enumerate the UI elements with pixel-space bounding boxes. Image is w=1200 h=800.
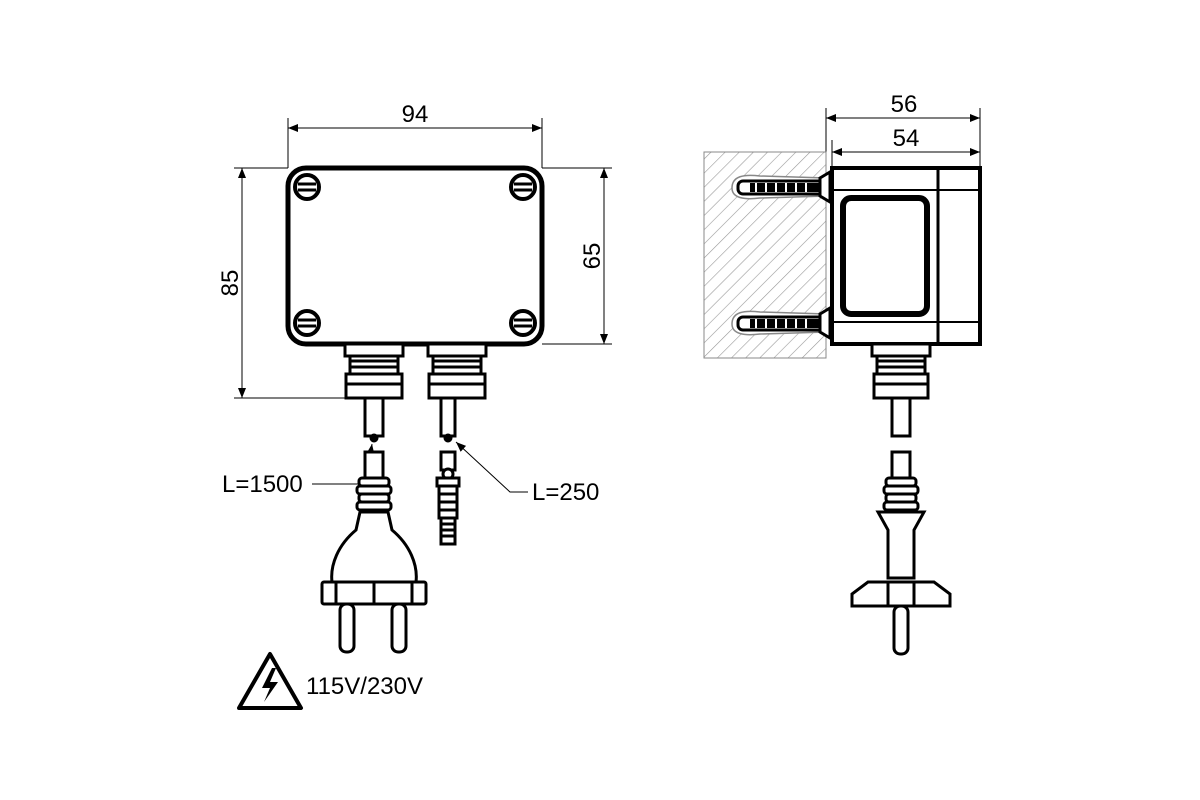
dim-depth-body-label: 54 xyxy=(893,125,920,152)
screw-icon xyxy=(509,173,537,201)
cable-gland-side xyxy=(870,342,932,438)
cable-power-length-label: L=1500 xyxy=(222,471,303,498)
cable-signal-length-label: L=250 xyxy=(532,479,599,506)
junction-box-side xyxy=(830,166,982,346)
power-plug-side-icon xyxy=(850,450,952,656)
side-view: 56 54 xyxy=(703,91,982,656)
dimension-depth-body: 54 xyxy=(831,125,980,168)
dim-width-label: 94 xyxy=(402,101,429,128)
dim-height-outer-label: 85 xyxy=(217,270,244,297)
dim-depth-outer-label: 56 xyxy=(891,91,918,118)
screw-icon xyxy=(509,309,537,337)
dimension-width: 94 xyxy=(287,101,543,168)
dimension-depth-outer: 56 xyxy=(825,91,981,168)
wall-dowel-icon xyxy=(731,305,832,341)
screw-icon xyxy=(293,173,321,201)
dim-height-body-label: 65 xyxy=(579,243,606,270)
dimension-height-outer: 85 xyxy=(217,167,345,399)
connector-plug-icon xyxy=(435,450,461,546)
voltage-label: 115V/230V xyxy=(306,673,423,700)
high-voltage-warning-icon xyxy=(237,652,303,710)
cable-gland-right xyxy=(426,342,488,443)
front-view: 94 85 65 xyxy=(217,101,612,710)
wall-dowel-icon xyxy=(731,169,832,205)
screw-icon xyxy=(293,309,321,337)
junction-box-front xyxy=(285,165,545,347)
dimension-height-body: 65 xyxy=(542,167,612,345)
cable-gland-left xyxy=(343,342,405,443)
power-plug-icon xyxy=(320,450,428,654)
